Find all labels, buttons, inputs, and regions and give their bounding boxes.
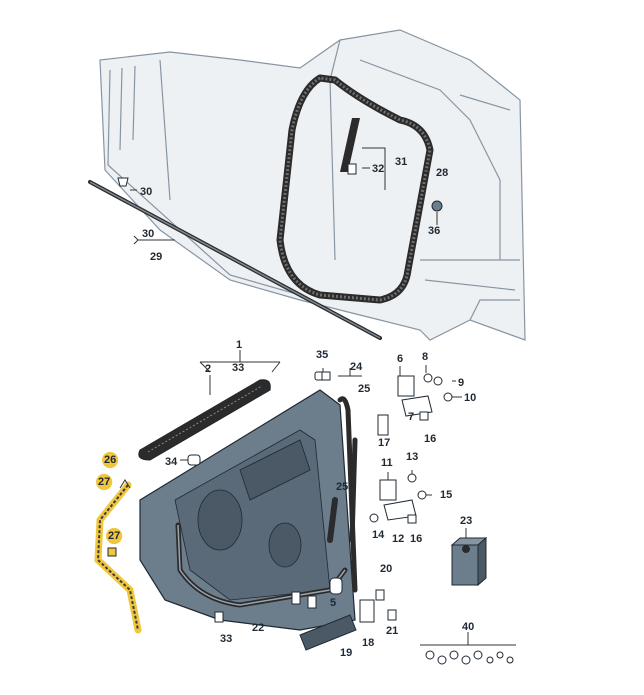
label-16-upper: 16 [424,433,436,445]
label-40: 40 [462,621,474,633]
leader-lines [119,147,516,646]
upper-hinge-icon [377,373,453,436]
label-14: 14 [372,529,385,541]
label-5: 5 [330,597,336,609]
label-12: 12 [392,533,404,545]
door-edge-seal-highlighted [94,481,142,634]
label-34: 34 [165,456,178,468]
label-20: 20 [380,563,392,575]
label-17: 17 [378,437,390,449]
plug-34-icon [187,454,201,466]
lower-hinge-icon [369,473,427,524]
highlight-disc [96,473,113,491]
door-check-strap-icon [299,589,397,651]
window-trim-strip [138,379,271,461]
label-25-upper: 25 [358,383,370,395]
label-32: 32 [372,163,384,175]
label-7: 7 [408,411,414,423]
label-33-lower: 33 [220,633,232,645]
label-16-lower: 16 [410,533,422,545]
label-33-upper: 33 [232,362,244,374]
plug-35-icon [314,371,331,381]
window-channel-seals [327,396,358,593]
label-27-lower-highlighted: 27 [108,530,120,542]
label-35: 35 [316,349,328,361]
label-26-highlighted: 26 [104,454,116,466]
label-27-upper-highlighted: 27 [98,476,110,488]
highlight-disc [102,451,119,469]
door-opening-seal [276,74,434,304]
door-shell [139,389,356,631]
label-2: 2 [205,363,211,375]
sill-trim-strip [88,180,382,340]
label-28: 28 [436,167,448,179]
callout-labels: 30 30 29 31 32 28 36 1 2 33 35 24 25 6 8… [96,156,476,659]
b-pillar-trim-icon [340,118,360,175]
door-seal [175,522,348,608]
label-29: 29 [150,251,162,263]
label-24: 24 [350,361,363,373]
rubber-bumper-icon [329,577,343,595]
label-1: 1 [236,339,242,351]
label-31: 31 [395,156,407,168]
label-36: 36 [428,225,440,237]
label-30-upper: 30 [140,186,152,198]
label-21: 21 [386,625,398,637]
sealant-container-icon [450,536,488,587]
label-25-lower: 25 [336,481,348,493]
car-body-side [99,29,526,341]
label-6: 6 [397,353,403,365]
label-30-lower: 30 [142,228,154,240]
label-11: 11 [381,457,393,469]
label-15: 15 [440,489,452,501]
clip-30-icon [117,177,129,187]
label-18: 18 [362,637,374,649]
label-23: 23 [460,515,472,527]
label-10: 10 [464,392,476,404]
screws-33-icon [214,591,317,623]
label-22: 22 [252,622,264,634]
screw-set-icon [425,650,514,665]
label-19: 19 [340,647,352,659]
label-8: 8 [422,351,428,363]
label-9: 9 [458,377,464,389]
label-13: 13 [406,451,418,463]
highlight-disc [106,527,123,545]
